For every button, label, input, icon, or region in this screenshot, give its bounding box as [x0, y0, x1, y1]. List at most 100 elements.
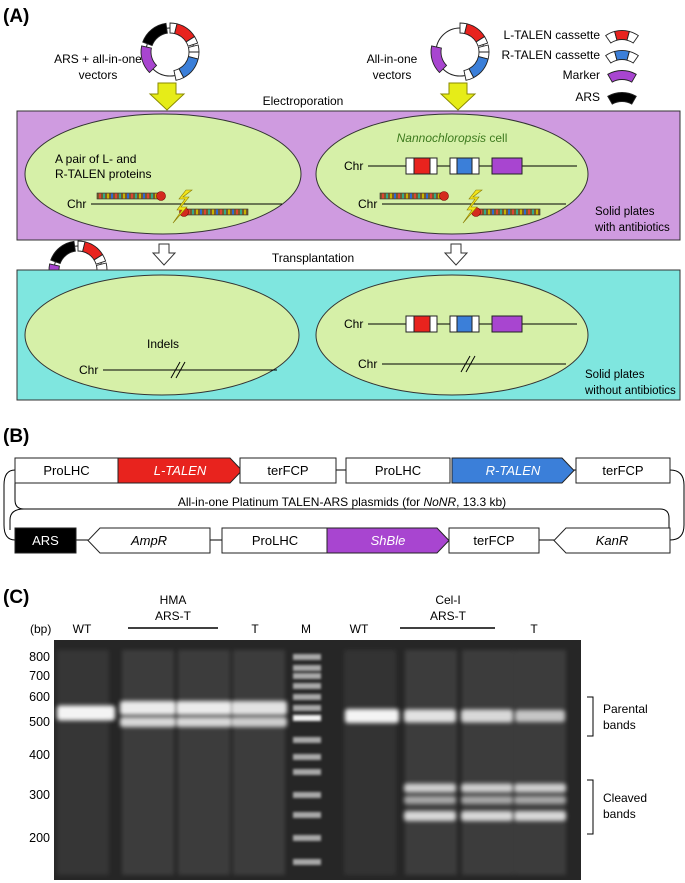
ladder-band — [293, 683, 321, 689]
marker-segment — [430, 45, 448, 74]
svg-text:AmpR: AmpR — [130, 533, 167, 548]
cleaved-label-line2: bands — [603, 807, 636, 821]
parental-label-line1: Parental — [603, 702, 648, 716]
group-cel-line1: Cel-I — [435, 593, 460, 607]
promoter-segment — [95, 262, 108, 271]
plasmid-caption-post: , 13.3 kb) — [456, 495, 506, 509]
gel-band-t-1b — [231, 717, 287, 727]
ladder-label: 500 — [29, 715, 50, 729]
svg-text:KanR: KanR — [596, 533, 629, 548]
map-terfcp-1: terFCP — [239, 457, 337, 484]
terminator-segment — [173, 68, 185, 81]
panel-a-letter: (A) — [3, 6, 29, 27]
map-r-talen: R-TALEN — [451, 457, 575, 484]
svg-text:ProLHC: ProLHC — [43, 463, 89, 478]
cleaved-label-line1: Cleaved — [603, 791, 647, 805]
plate-bottom-label-line1: Solid plates — [585, 369, 645, 381]
gel-band-cleaved-lower — [514, 811, 566, 821]
bp-unit-label: (bp) — [30, 622, 51, 636]
ladder-band — [293, 754, 321, 760]
ladder-band — [293, 769, 321, 775]
talen-pair — [379, 189, 541, 224]
legend-swatch — [607, 70, 637, 83]
legend-swatch — [605, 30, 639, 44]
gel-band-hma-1 — [120, 701, 176, 715]
swatch-white — [626, 50, 639, 64]
promoter-segment — [187, 44, 200, 53]
chr-label-a6: Chr — [358, 357, 377, 371]
ladder-band — [293, 694, 321, 700]
ladder-label: 200 — [29, 831, 50, 845]
swatch-color — [607, 70, 637, 83]
cleavage-bolt — [172, 189, 193, 224]
map-prolhc-3: ProLHC — [221, 527, 329, 554]
cell-right-bottom — [315, 274, 589, 396]
white-arrow-left — [151, 243, 177, 266]
vector-left-label-line1: ARS + all-in-one — [54, 52, 142, 66]
gel-band-cel-2 — [461, 709, 513, 723]
map-prolhc-2: ProLHC — [345, 457, 451, 484]
ladder-band — [293, 859, 321, 865]
cell-label-italic: Nannochloropsis — [397, 131, 486, 145]
ladder-band — [293, 835, 321, 841]
svg-text:L-TALEN: L-TALEN — [154, 463, 207, 478]
terminator-segment — [463, 68, 475, 81]
legend-label-l-talen: L-TALEN cassette — [504, 28, 601, 42]
ladder-band — [293, 673, 321, 679]
integrated-cassettes — [405, 315, 523, 333]
legend-label-marker: Marker — [563, 68, 600, 82]
plasmid-caption-italic: NoNR — [423, 495, 456, 509]
ars-segment — [50, 240, 76, 265]
promoter-segment — [477, 44, 490, 53]
gel-band-hma-2 — [176, 701, 232, 715]
lane-label-wt-1: WT — [73, 622, 92, 636]
chr-label-a2: Chr — [344, 159, 363, 173]
vector-left-label-line2: vectors — [79, 68, 118, 82]
panel-c-letter: (C) — [3, 587, 29, 608]
gel-band-cleaved-lower — [404, 811, 456, 821]
gel-band-cleaved-mid — [514, 796, 566, 804]
yellow-down-arrow-right — [439, 82, 477, 111]
integrated-cassettes — [405, 157, 523, 175]
legend-label-r-talen: R-TALEN cassette — [502, 48, 601, 62]
gel-band-cleaved-mid — [461, 796, 513, 804]
ladder-band — [293, 665, 321, 671]
gel-band-cleaved-upper — [514, 783, 566, 793]
ladder-band — [293, 705, 321, 711]
svg-text:terFCP: terFCP — [473, 533, 514, 548]
swatch-color — [607, 92, 637, 105]
gel-band-cleaved-upper — [461, 783, 513, 793]
swatch-white — [626, 30, 639, 44]
legend-swatch — [605, 50, 639, 64]
terminator-segment — [93, 254, 107, 265]
ladder-band — [293, 654, 321, 660]
gel-band-t-1 — [231, 701, 287, 715]
lane-label-m: M — [301, 622, 311, 636]
map-shble: ShBle — [326, 527, 450, 554]
legend-swatch — [607, 92, 637, 105]
plate-top-label-line1: Solid plates — [595, 206, 655, 218]
ladder-band — [293, 792, 321, 798]
ladder-label: 600 — [29, 690, 50, 704]
map-prolhc-1: ProLHC — [14, 457, 119, 484]
indels-label: Indels — [147, 337, 179, 351]
ladder-band — [293, 715, 321, 721]
legend: L-TALEN cassette R-TALEN cassette Marker… — [502, 28, 639, 105]
lane-label-t-1: T — [251, 622, 259, 636]
gel-band-wt-2 — [345, 709, 399, 723]
gel-band-hma-1b — [120, 717, 176, 727]
electroporation-label: Electroporation — [263, 94, 344, 108]
map-terfcp-3: terFCP — [448, 527, 540, 554]
plasmid-caption: All-in-one Platinum TALEN-ARS plasmids (… — [178, 495, 506, 509]
group-hma-line1: HMA — [160, 593, 187, 607]
gel-band-cleaved-mid — [404, 796, 456, 804]
group-cel-line2: ARS-T — [430, 609, 467, 623]
white-arrow-right — [443, 243, 469, 266]
terminator-segment — [475, 36, 489, 47]
lane-label-wt-2: WT — [350, 622, 369, 636]
gel-band-hma-2b — [176, 717, 232, 727]
group-hma-line2: ARS-T — [155, 609, 192, 623]
svg-text:ARS: ARS — [32, 533, 59, 548]
cell-left-bottom — [24, 274, 300, 396]
